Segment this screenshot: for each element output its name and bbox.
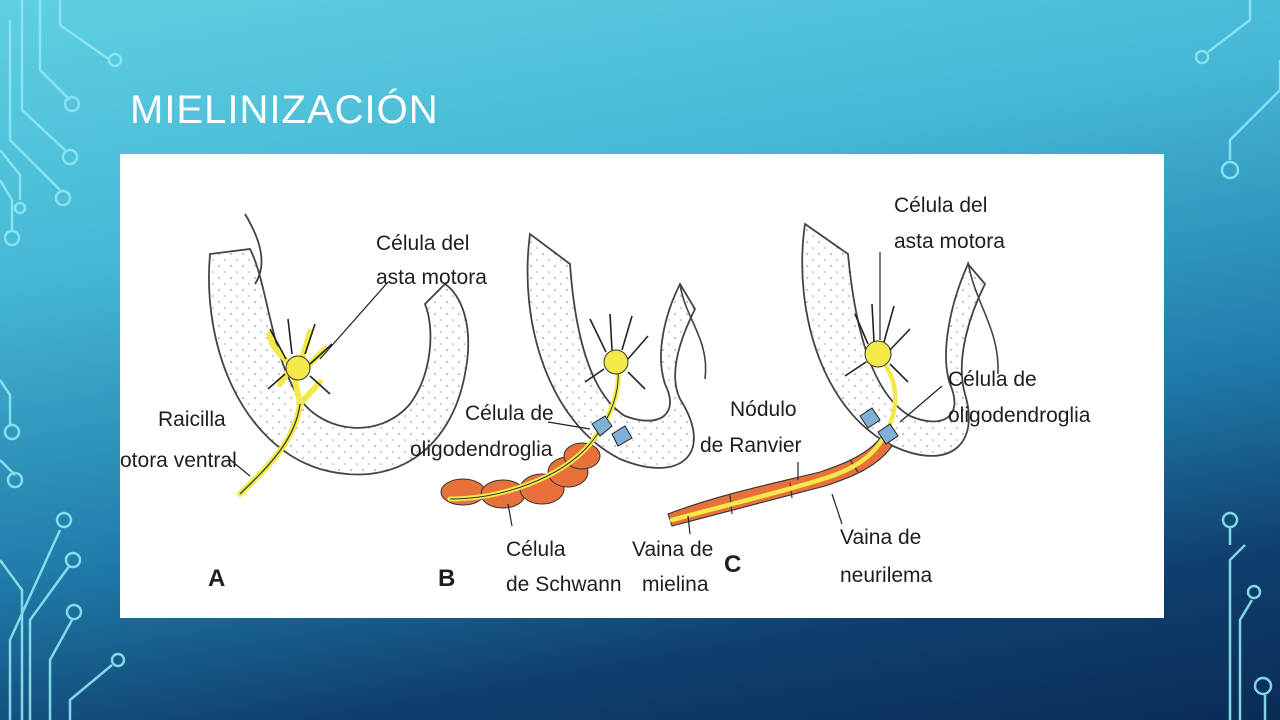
panel-letter-b: B xyxy=(438,565,455,592)
label-c-cell-2: asta motora xyxy=(894,230,1005,253)
label-b-schwann-2: de Schwann xyxy=(506,573,622,596)
label-c-neurilemma-1: Vaina de xyxy=(840,526,921,549)
label-c-myelin-1: Vaina de xyxy=(632,538,713,561)
label-a-cell-2: asta motora xyxy=(376,266,487,289)
motor-neuron-c xyxy=(669,356,898,523)
label-c-neurilemma-2: neurilema xyxy=(840,564,933,587)
oligodendrocytes-c xyxy=(859,407,899,445)
panel-c: Célula del asta motora Célula de oligode… xyxy=(632,194,1091,596)
label-b-oligo-1: Célula de xyxy=(465,402,554,425)
myelination-diagram: Célula del asta motora Raicilla otora ve… xyxy=(120,194,1091,596)
panel-a: Célula del asta motora Raicilla otora ve… xyxy=(120,213,487,592)
oligodendrocytes-b xyxy=(591,415,633,447)
circuit-decoration-left xyxy=(0,0,126,720)
label-c-oligo-1: Célula de xyxy=(948,368,1037,391)
label-c-myelin-2: mielina xyxy=(642,573,709,596)
panel-letter-c: C xyxy=(724,551,741,578)
slide-title: MIELINIZACIÓN xyxy=(130,88,439,132)
label-c-cell-1: Célula del xyxy=(894,194,987,217)
label-c-oligo-2: oligodendroglia xyxy=(948,404,1091,427)
label-a-root-1: Raicilla xyxy=(158,408,226,431)
label-b-schwann-1: Célula xyxy=(506,538,566,561)
circuit-decoration-right xyxy=(1194,0,1280,720)
label-c-node-1: Nódulo xyxy=(730,398,797,421)
panel-b: Célula de oligodendroglia Célula de Schw… xyxy=(410,232,707,596)
label-a-root-2: otora ventral xyxy=(120,449,237,472)
label-a-cell-1: Célula del xyxy=(376,232,469,255)
label-c-node-2: de Ranvier xyxy=(700,434,802,457)
myelination-figure: Célula del asta motora Raicilla otora ve… xyxy=(120,154,1164,618)
label-b-oligo-2: oligodendroglia xyxy=(410,438,553,461)
myelin-sheath-c xyxy=(667,435,893,527)
gray-matter-c xyxy=(801,222,987,457)
panel-letter-a: A xyxy=(208,565,225,592)
